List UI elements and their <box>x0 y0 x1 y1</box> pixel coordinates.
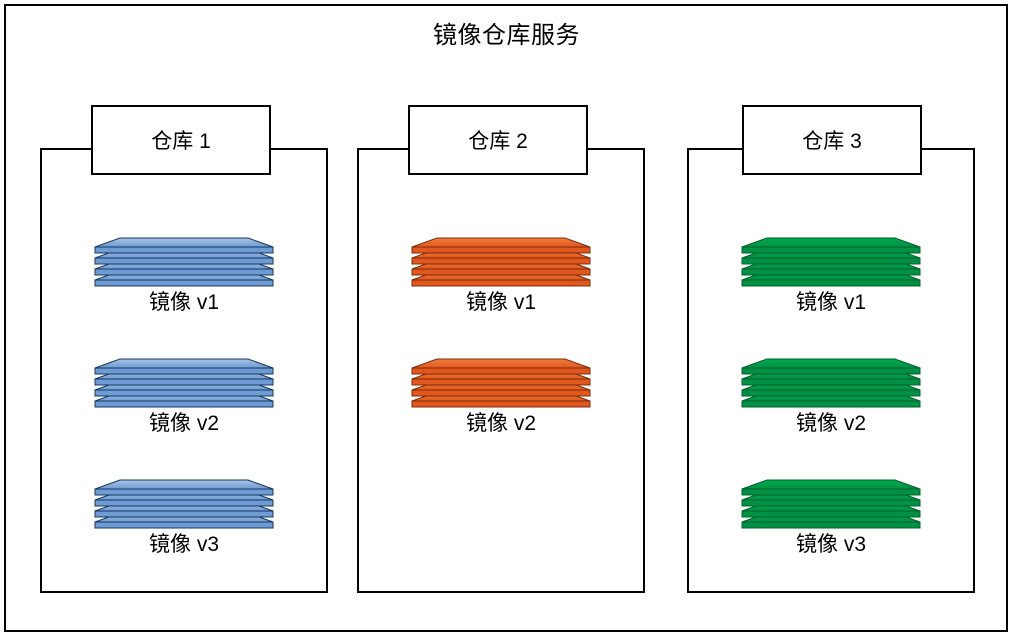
image-caption: 镜像 v1 <box>148 291 219 314</box>
image-caption: 镜像 v2 <box>795 412 866 435</box>
layer-stack-icon <box>741 478 921 529</box>
image-caption: 镜像 v1 <box>465 291 536 314</box>
image-stack-item[interactable]: 镜像 v1 <box>386 236 616 315</box>
image-stack-item[interactable]: 镜像 v2 <box>69 357 299 436</box>
repository-label-1-text: 仓库 1 <box>151 130 211 153</box>
repository-label-2-text: 仓库 2 <box>468 130 528 153</box>
layer-stack-icon <box>94 478 274 529</box>
repository-label-1[interactable]: 仓库 1 <box>91 105 271 175</box>
repository-label-3[interactable]: 仓库 3 <box>742 105 922 175</box>
image-stack-item[interactable]: 镜像 v1 <box>716 236 946 315</box>
layer-stack-icon <box>411 236 591 287</box>
image-stack-item[interactable]: 镜像 v2 <box>716 357 946 436</box>
repository-label-3-text: 仓库 3 <box>802 130 862 153</box>
layer-stack-icon <box>741 357 921 408</box>
layer-stack-icon <box>94 357 274 408</box>
layer-stack-icon <box>741 236 921 287</box>
image-stack-item[interactable]: 镜像 v2 <box>386 357 616 436</box>
service-boundary <box>4 4 1008 632</box>
layer-stack-icon <box>94 236 274 287</box>
image-caption: 镜像 v3 <box>795 533 866 556</box>
layer-stack-icon <box>411 357 591 408</box>
image-stack-item[interactable]: 镜像 v3 <box>716 478 946 557</box>
image-stack-item[interactable]: 镜像 v1 <box>69 236 299 315</box>
repository-label-2[interactable]: 仓库 2 <box>408 105 588 175</box>
image-caption: 镜像 v1 <box>795 291 866 314</box>
image-stack-item[interactable]: 镜像 v3 <box>69 478 299 557</box>
page-title: 镜像仓库服务 <box>433 22 580 49</box>
image-caption: 镜像 v3 <box>148 533 219 556</box>
image-caption: 镜像 v2 <box>148 412 219 435</box>
image-caption: 镜像 v2 <box>465 412 536 435</box>
